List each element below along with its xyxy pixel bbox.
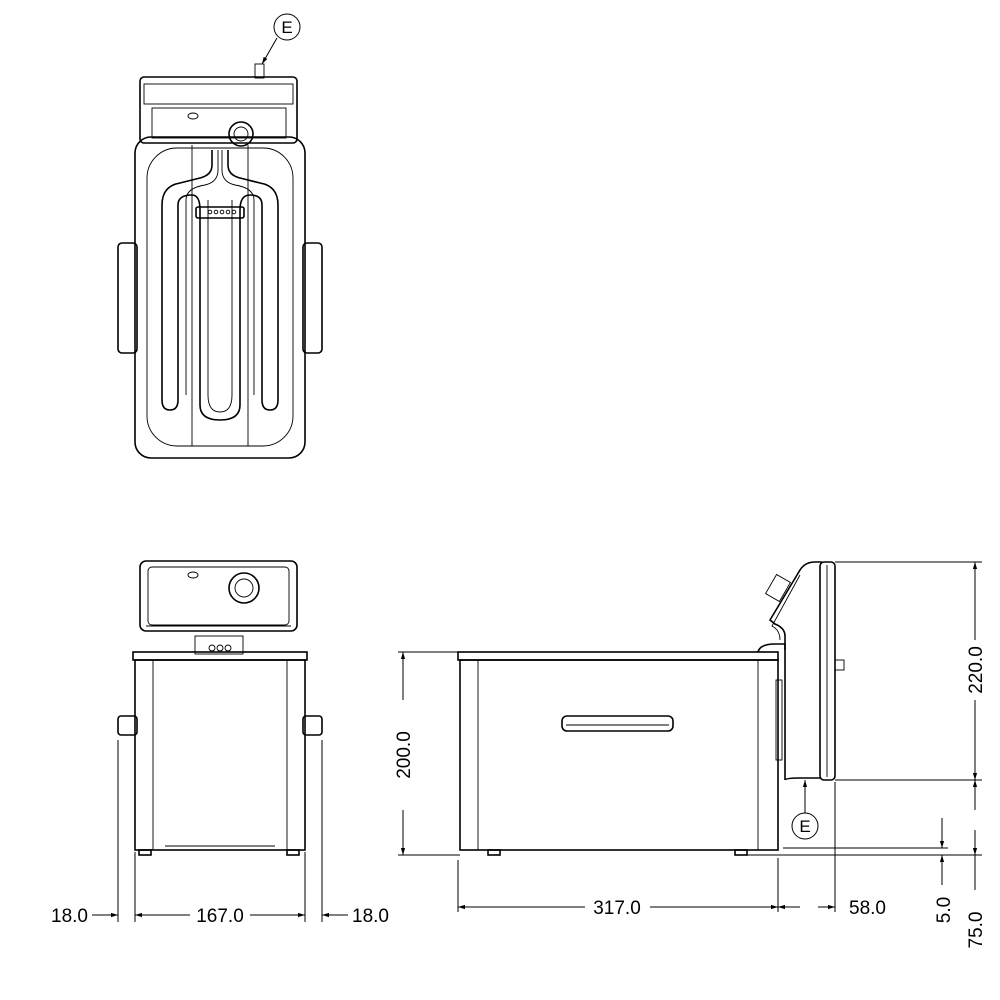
dim-side-length: 317.0: [593, 898, 641, 919]
callout-e-top: E: [281, 18, 292, 37]
front-view: 18.0 167.0 18.0: [51, 560, 389, 927]
dim-right-handle: 18.0: [352, 906, 389, 927]
callout-circle: [791, 812, 819, 840]
dim-front-width: 167.0: [196, 906, 244, 927]
dim-head-depth: 58.0: [849, 898, 886, 919]
dim-head-base: 75.0: [966, 912, 987, 949]
top-view: E: [117, 13, 323, 459]
dim-left-handle: 18.0: [51, 906, 88, 927]
dim-tank-height: 200.0: [394, 731, 415, 779]
dim-foot: 5.0: [934, 897, 955, 923]
dim-head-height: 220.0: [966, 646, 987, 694]
callout-circle: [273, 13, 301, 41]
callout-e-side: E: [799, 817, 810, 836]
side-view: 200.0 317.0 58.0 220.0 75.0 5.0 E: [394, 561, 987, 949]
